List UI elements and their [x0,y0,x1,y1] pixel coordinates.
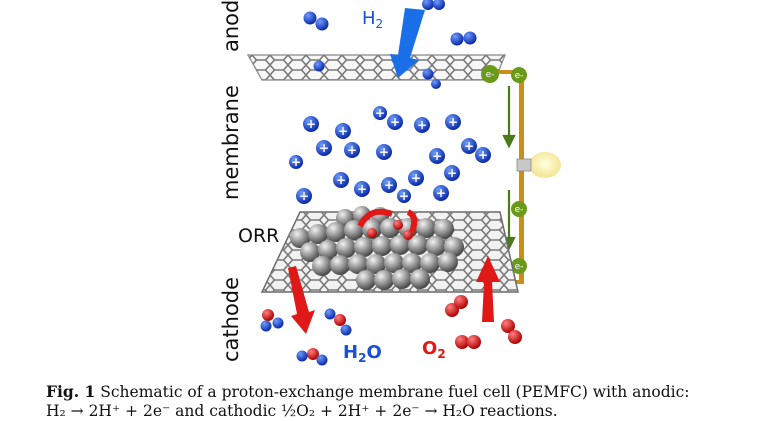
svg-text:+: + [432,149,442,163]
svg-text:+: + [319,141,329,155]
electron-text: e- [515,71,524,81]
electron-text: e- [515,205,524,215]
svg-text:+: + [357,182,367,196]
catalyst-cluster [290,206,464,290]
oxygen-adsorbed [367,220,413,240]
figure-number: Fig. 1 [46,382,96,401]
electron-text: e- [515,262,524,272]
o2-inflow-arrow [476,256,500,322]
svg-text:+: + [464,139,474,153]
figure-caption: Fig. 1 Schematic of a proton-exchange me… [46,382,766,402]
orr-label: ORR [238,225,279,247]
svg-text:+: + [379,145,389,159]
h2-label: H2 [362,8,383,31]
svg-text:+: + [291,155,301,169]
svg-text:+: + [436,186,446,200]
oxygen-molecules [445,295,522,349]
svg-text:+: + [447,166,457,180]
electron-flow-arrows [502,86,516,251]
svg-text:+: + [399,189,409,203]
svg-text:+: + [375,106,385,120]
svg-text:+: + [390,115,400,129]
h2o-label: H2O [343,342,382,365]
pemfc-schematic: anode membrane cathode e- e- e- e- e- [219,0,561,366]
svg-text:+: + [478,148,488,162]
svg-text:+: + [384,178,394,192]
water-molecules [260,308,352,366]
anode-plate [246,54,507,81]
light-bulb-icon [516,152,561,178]
svg-text:+: + [336,173,346,187]
svg-text:+: + [347,143,357,157]
svg-text:+: + [417,118,427,132]
h2-inflow-arrow [390,8,425,78]
svg-text:+: + [411,171,421,185]
h2o-outflow-arrow [288,266,315,334]
figure-caption-line2: H₂ → 2H⁺ + 2e⁻ and cathodic ½O₂ + 2H⁺ + … [46,402,558,420]
svg-text:+: + [448,115,458,129]
protons: ++ ++ ++ ++ ++ ++ ++ ++ ++ ++ + [289,106,491,204]
svg-text:+: + [306,117,316,131]
o2-label: O2 [422,338,446,361]
caption-text: Schematic of a proton-exchange membrane … [95,383,690,401]
svg-text:+: + [338,124,348,138]
cathode-label: cathode [219,277,243,362]
svg-text:+: + [299,189,309,203]
hydrogen-molecules [303,0,477,89]
anode-label: anode [219,0,243,52]
membrane-label: membrane [219,85,243,200]
orr-arrows [357,208,418,234]
electron-text: e- [486,70,495,80]
